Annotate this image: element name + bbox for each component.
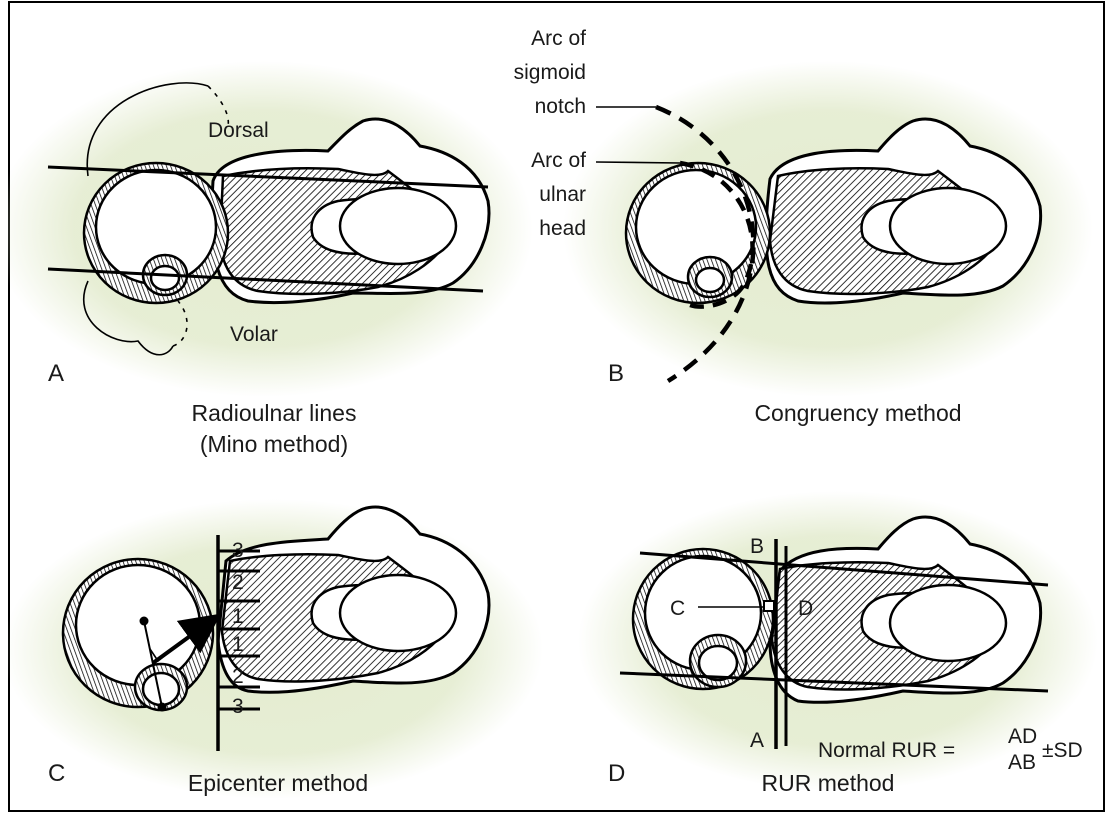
ulnar-styloid-core <box>151 266 179 290</box>
epicenter-point-bottom <box>158 703 167 712</box>
diagram-figure: Dorsal Volar A Radioulnar lines (Mino me… <box>8 1 1105 812</box>
formula-prefix: Normal RUR = <box>818 739 955 762</box>
epicenter-point-top <box>140 617 149 626</box>
panel-a-letter: A <box>48 360 64 387</box>
panel-a-caption-line1: Radioulnar lines <box>192 400 357 426</box>
radius-inner-facet <box>890 188 1006 264</box>
point-d-label: D <box>798 597 813 620</box>
sigmoid-label-line2: sigmoid <box>514 61 586 84</box>
ulnar-styloid-core <box>696 268 724 292</box>
dorsal-label: Dorsal <box>208 119 269 142</box>
ulnar-leader-line <box>596 162 680 163</box>
scale-number: 3 <box>232 695 244 718</box>
ulnar-label-line2: ulnar <box>539 183 586 206</box>
formula-denominator: AB <box>1008 751 1036 774</box>
panel-a-caption-line2: (Mino method) <box>200 431 348 457</box>
point-b-label: B <box>750 535 764 558</box>
ulna-head-core <box>76 565 200 685</box>
scale-number: 3 <box>232 539 244 562</box>
ulnar-label-line1: Arc of <box>531 149 586 172</box>
radius-inner-facet <box>340 188 456 264</box>
scale-number: 2 <box>232 571 244 594</box>
scale-number: 1 <box>232 633 244 656</box>
ulnar-styloid-core <box>699 646 737 680</box>
point-a-label: A <box>750 729 764 752</box>
panel-c: 3 2 1 1 2 3 C Epicenter method <box>8 499 543 799</box>
panel-a: Dorsal Volar A Radioulnar lines (Mino me… <box>8 61 533 457</box>
formula-suffix: ±SD <box>1042 739 1083 762</box>
panel-d-letter: D <box>608 760 625 787</box>
panel-d-caption: RUR method <box>762 770 895 796</box>
point-c-marker <box>764 601 774 611</box>
sigmoid-label-line3: notch <box>535 95 586 118</box>
panel-b: Arc of sigmoid notch Arc of ulnar head B… <box>514 27 1093 426</box>
point-c-label: C <box>670 597 685 620</box>
panel-d: B C D A Normal RUR = AD AB ±SD D RUR met… <box>578 491 1098 796</box>
scale-number: 2 <box>232 665 244 688</box>
panel-b-caption: Congruency method <box>754 400 961 426</box>
panel-b-letter: B <box>608 360 624 387</box>
radius-inner-facet <box>340 575 456 651</box>
panel-c-caption: Epicenter method <box>188 770 368 796</box>
ulnar-label-line3: head <box>539 217 586 240</box>
formula-numerator: AD <box>1008 725 1037 748</box>
scale-number: 1 <box>232 605 244 628</box>
sigmoid-label-line1: Arc of <box>531 27 586 50</box>
panel-c-letter: C <box>48 760 65 787</box>
volar-label: Volar <box>230 323 278 346</box>
radius-inner-facet <box>890 585 1006 661</box>
